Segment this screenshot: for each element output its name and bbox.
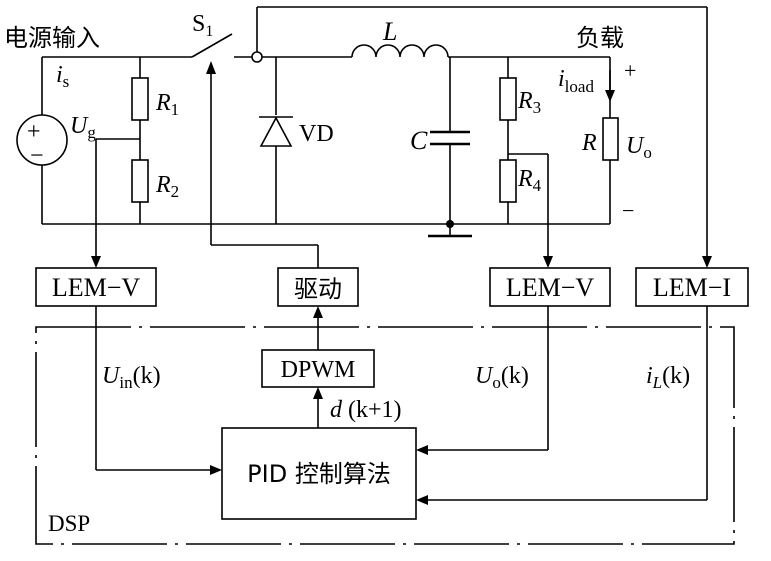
resistor-r3 xyxy=(499,77,517,121)
circuit-labels: 电源输入 S1 L 负载 + − is + − Ug R1 R2 VD C R3… xyxy=(4,11,652,223)
duty-label: d (k+1) xyxy=(330,397,402,423)
uin-k-label: Uin(k) xyxy=(102,363,161,392)
dpwm-block: DPWM xyxy=(261,349,375,388)
dpwm-label: DPWM xyxy=(281,357,356,383)
load-r-label: R xyxy=(581,130,597,156)
capacitor-label: C xyxy=(410,126,428,155)
resistor-r4 xyxy=(499,159,517,203)
voltage-source xyxy=(16,114,68,166)
lem-v-input-block: LEM−V xyxy=(35,267,157,307)
signal-wires xyxy=(91,6,712,268)
pid-label: PID 控制算法 xyxy=(247,460,391,488)
iload-label: iload xyxy=(558,66,594,96)
r2-label: R2 xyxy=(155,172,179,201)
resistor-r1 xyxy=(131,77,149,121)
is-label: is xyxy=(56,62,69,91)
current-sense-node xyxy=(251,51,263,63)
diode-vd xyxy=(259,116,293,147)
ug-label: Ug xyxy=(70,113,96,142)
source-minus-symbol: − xyxy=(30,143,44,169)
diode-label: VD xyxy=(299,121,334,147)
driver-label: 驱动 xyxy=(294,275,342,303)
load-minus-label: − xyxy=(622,198,634,223)
inductor-label: L xyxy=(382,17,397,46)
resistor-r2 xyxy=(131,159,149,203)
signal-labels: Uin(k) Uo(k) iL(k) d (k+1) xyxy=(102,363,690,423)
power-input-label: 电源输入 xyxy=(4,24,100,52)
load-resistor xyxy=(602,117,619,161)
switch-label: S1 xyxy=(192,11,213,40)
power-circuit xyxy=(16,33,619,238)
il-k-label: iL(k) xyxy=(646,363,690,392)
pid-block: PID 控制算法 xyxy=(221,427,417,520)
lem-v-output-block: LEM−V xyxy=(489,267,611,307)
inductor-coil xyxy=(351,44,449,58)
dsp-signal-wires xyxy=(95,306,708,505)
r1-label: R1 xyxy=(155,90,179,119)
uo-circuit-label: Uo xyxy=(626,133,652,162)
lem-v-input-label: LEM−V xyxy=(52,273,141,302)
dsp-label: DSP xyxy=(48,511,90,536)
source-plus-symbol: + xyxy=(27,119,41,145)
driver-block: 驱动 xyxy=(277,267,359,307)
dsp-boundary xyxy=(35,326,735,545)
lem-i-block: LEM−I xyxy=(635,267,749,307)
lem-v-output-label: LEM−V xyxy=(506,273,595,302)
lem-i-label: LEM−I xyxy=(653,273,731,302)
load-label: 负载 xyxy=(576,24,624,52)
load-plus-label: + xyxy=(624,58,636,83)
uo-k-label: Uo(k) xyxy=(475,363,529,392)
r4-label: R4 xyxy=(517,166,542,195)
r3-label: R3 xyxy=(517,88,541,117)
